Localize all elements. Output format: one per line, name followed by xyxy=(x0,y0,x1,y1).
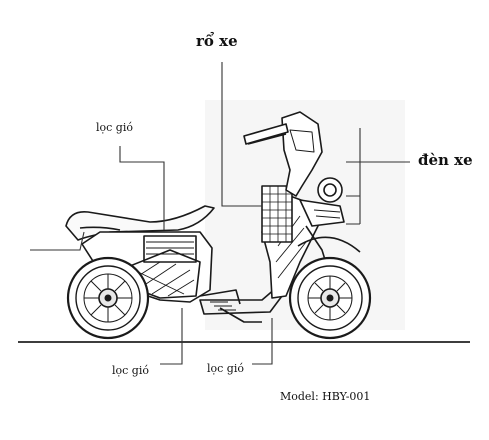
front-cowl xyxy=(299,199,345,227)
leader-loc-gio-lower-left xyxy=(160,308,183,365)
kickstand xyxy=(219,307,262,323)
leader-seat xyxy=(30,231,85,251)
leader-den-xe xyxy=(346,128,410,225)
handlebar xyxy=(243,123,289,145)
cowl-hatch xyxy=(313,209,341,219)
leader-ro-xe xyxy=(221,62,262,207)
basket-grid xyxy=(262,186,292,242)
headlight xyxy=(317,177,343,203)
side-panel-lines xyxy=(146,241,194,255)
model-label: Model: HBY-001 xyxy=(280,390,371,403)
brake-lever xyxy=(247,133,287,145)
basket xyxy=(261,185,293,243)
engine-cover-hatch xyxy=(131,261,195,297)
front-fender xyxy=(297,236,361,253)
footrest-grip xyxy=(210,301,236,311)
footrest xyxy=(199,289,241,305)
rear-wheel xyxy=(66,256,150,340)
leader-loc-gio-upper xyxy=(119,146,165,230)
front-wheel xyxy=(288,256,372,340)
label-loc-gio-lower-right: lọc gió xyxy=(207,362,244,375)
seat-seam xyxy=(79,226,121,231)
label-ro-xe: rổ xe xyxy=(196,32,238,50)
scooter-body xyxy=(65,111,361,323)
side-panel xyxy=(143,235,197,263)
label-den-xe: đèn xe xyxy=(418,151,473,169)
label-loc-gio-lower-left: lọc gió xyxy=(112,364,149,377)
leader-loc-gio-lower-right xyxy=(252,318,273,365)
dashboard xyxy=(289,129,315,153)
headlight-lens xyxy=(323,183,337,197)
label-loc-gio-upper: lọc gió xyxy=(96,121,133,134)
callout-lines xyxy=(30,62,410,365)
